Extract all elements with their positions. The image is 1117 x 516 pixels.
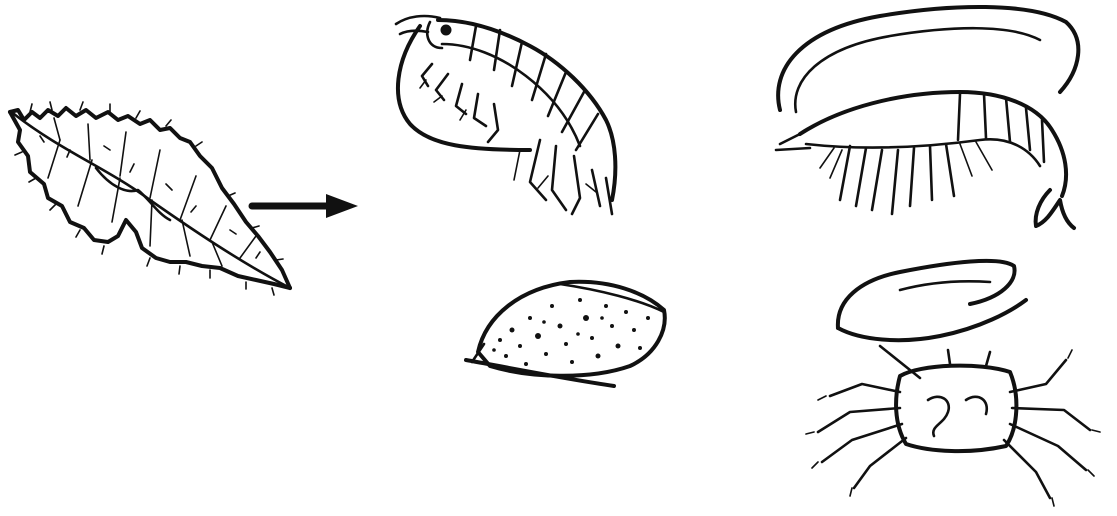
fiddler-crab-icon: [806, 261, 1100, 506]
arrow-right-icon: [252, 194, 358, 218]
amphipod-icon: [396, 16, 615, 214]
decaying-leaf-icon: [10, 102, 290, 295]
shrimp-icon: [776, 7, 1078, 228]
snail-icon: [466, 282, 665, 386]
